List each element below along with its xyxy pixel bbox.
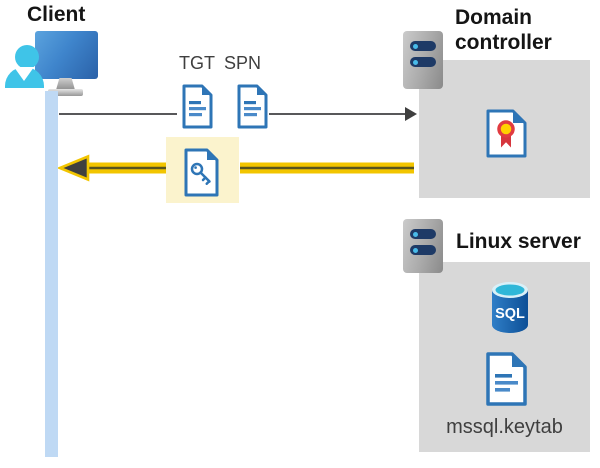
monitor-stand-base: [48, 89, 83, 96]
sql-database-icon: SQL: [492, 282, 528, 333]
response-arrowhead-icon: [58, 154, 90, 182]
spn-document-icon: [237, 84, 268, 129]
response-arrow: [58, 154, 414, 182]
client-label: Client: [27, 3, 86, 26]
sql-text: SQL: [495, 306, 525, 322]
server-slot: [410, 57, 436, 67]
server-led-icon: [412, 247, 418, 253]
monitor-icon: [35, 31, 98, 79]
person-icon: [15, 45, 39, 69]
linux-server-icon: [403, 219, 443, 273]
server-slot: [410, 229, 436, 239]
server-slot: [410, 41, 436, 51]
server-led-icon: [412, 231, 418, 237]
tgt-label: TGT: [179, 53, 215, 73]
server-led-icon: [412, 43, 418, 49]
request-arrow-line-right: [269, 113, 406, 115]
keytab-file-label: mssql.keytab: [446, 416, 563, 438]
monitor-stand-neck: [56, 78, 75, 90]
certificate-icon: [486, 109, 527, 158]
person-vneck: [14, 67, 34, 81]
spn-label: SPN: [224, 53, 262, 73]
linux-server-label: Linux server: [456, 230, 581, 253]
tgt-document-icon: [182, 84, 213, 129]
domain-controller-server-icon: [403, 31, 443, 89]
server-slot: [410, 245, 436, 255]
key-document-icon: [184, 148, 219, 197]
request-arrowhead-icon: [405, 107, 417, 121]
domain-controller-label: Domain controller: [455, 6, 552, 54]
keytab-document-icon: [486, 352, 527, 406]
client-lifeline-bar: [45, 91, 58, 457]
request-arrow-line-left: [59, 113, 177, 115]
server-led-icon: [412, 59, 418, 65]
